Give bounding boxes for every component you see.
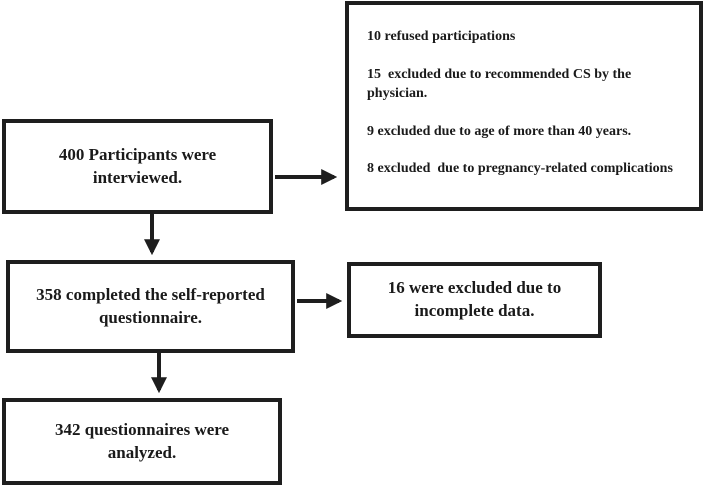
exclusions-box: 10 refused participations 15 excluded du… [345,1,703,211]
interviewed-box: 400 Participants were interviewed. [2,119,273,214]
completed-text: 358 completed the self-reported question… [36,284,265,327]
exclusion-item-refused: 10 refused participations [367,29,516,44]
excluded-incomplete-box: 16 were excluded due to incomplete data. [347,262,602,338]
analyzed-text: 342 questionnaires were analyzed. [54,419,230,462]
exclusion-item-cs: 15 excluded due to recommended CS by the… [367,66,635,102]
analyzed-box: 342 questionnaires were analyzed. [2,398,282,485]
interviewed-text: 400 Participants were interviewed. [58,144,217,187]
exclusion-item-complications: 8 excluded due to pregnancy-related comp… [367,161,673,177]
exclusion-item-age: 9 excluded due to age of more than 40 ye… [367,123,632,139]
excluded-incomplete-text: 16 were excluded due to incomplete data. [387,278,562,320]
completed-box: 358 completed the self-reported question… [6,260,295,353]
